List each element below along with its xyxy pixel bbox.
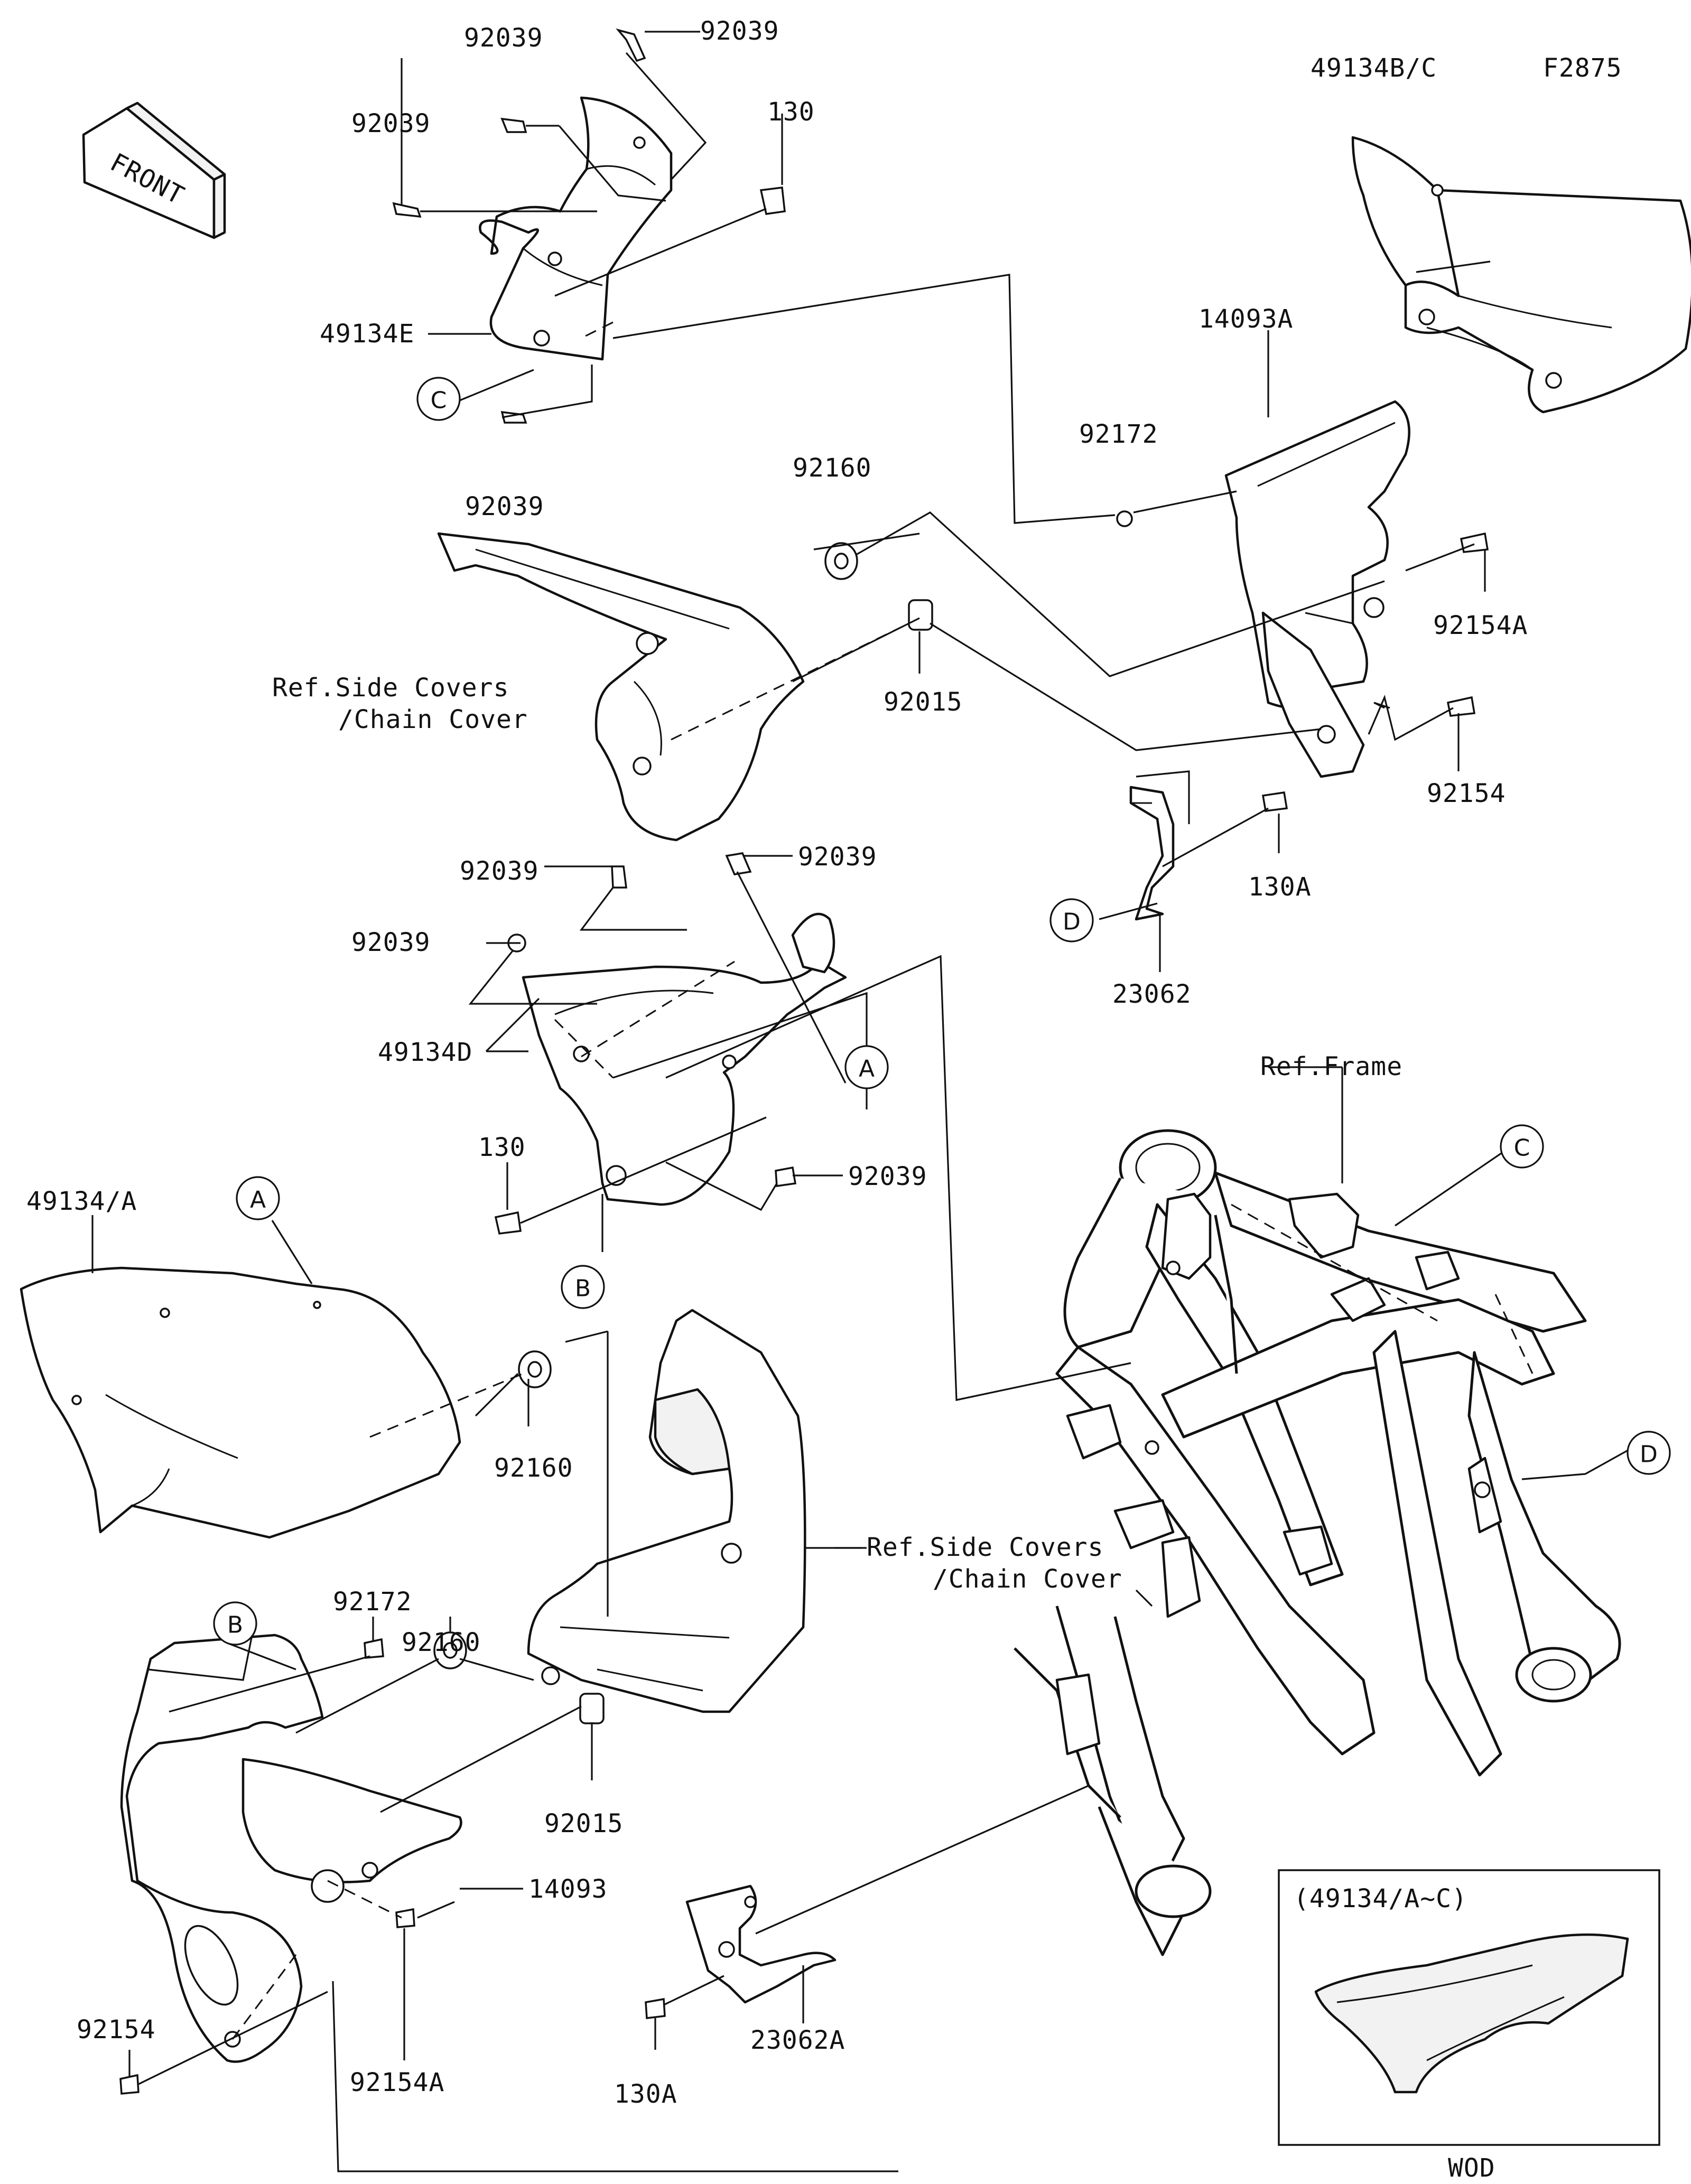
cowling-49134d <box>522 912 847 1206</box>
svg-text:A: A <box>250 1187 266 1214</box>
inset-title: (49134/A~C) <box>1294 1884 1467 1914</box>
part-label-92039: 92039 <box>460 856 539 886</box>
dashed-alignment-lines <box>231 321 1534 2040</box>
ref-label-side-covers: Ref.Side Covers <box>272 673 509 703</box>
svg-text:B: B <box>575 1275 591 1302</box>
front-arrow-icon: FRONT <box>82 101 226 239</box>
part-label-92015: 92015 <box>544 1809 624 1838</box>
part-label-130: 130 <box>767 97 815 127</box>
part-label-92039: 92039 <box>848 1162 927 1191</box>
ref-label-frame: Ref.Frame <box>1260 1052 1402 1081</box>
callout-c-top: C <box>416 377 461 421</box>
callout-d-mid: D <box>1049 898 1094 942</box>
part-label-92039: 92039 <box>464 23 543 53</box>
svg-text:C: C <box>431 387 447 414</box>
cowling-bottom-left <box>120 1634 462 2063</box>
leader-lines <box>91 31 1633 2172</box>
part-label-49134e: 49134E <box>320 319 414 349</box>
diagram-code: F2875 <box>1543 53 1622 83</box>
callout-d-frame: D <box>1627 1431 1671 1475</box>
svg-text:A: A <box>859 1056 875 1082</box>
cowling-49134e <box>479 96 673 361</box>
part-label-14093: 14093 <box>528 1874 608 1904</box>
part-label-92039: 92039 <box>465 492 544 521</box>
hardware <box>119 28 1489 2095</box>
svg-text:B: B <box>227 1612 243 1639</box>
callout-b-bottom: B <box>213 1601 257 1646</box>
ref-label-side-covers: Ref.Side Covers <box>867 1533 1103 1562</box>
part-label-92154: 92154 <box>1427 779 1506 808</box>
svg-text:D: D <box>1640 1441 1658 1468</box>
part-label-130: 130 <box>478 1133 526 1162</box>
bracket-23062a <box>685 1884 837 2004</box>
inset-panel: (49134/A~C) WOD <box>1278 1869 1660 2183</box>
part-label-130a: 130A <box>1248 872 1312 902</box>
cowling-49134bc <box>1351 136 1691 414</box>
cowling-49134a <box>20 1266 461 1539</box>
svg-text:D: D <box>1063 909 1081 936</box>
callout-b-mid: B <box>561 1265 605 1309</box>
part-label-92172: 92172 <box>1079 419 1158 449</box>
part-label-92039: 92039 <box>351 928 431 957</box>
part-label-14093a: 14093A <box>1198 304 1293 334</box>
part-label-23062: 23062 <box>1112 979 1192 1009</box>
bracket-23062 <box>1129 786 1175 921</box>
part-label-49134a: 49134/A <box>26 1187 137 1216</box>
part-label-49134d: 49134D <box>378 1038 472 1067</box>
frame-assembly <box>1014 1129 1621 1956</box>
inset-caption: WOD <box>1448 2153 1495 2183</box>
callout-a-left: A <box>236 1176 280 1220</box>
part-label-92039: 92039 <box>351 109 431 138</box>
part-label-92172: 92172 <box>333 1587 412 1617</box>
part-label-92160: 92160 <box>494 1453 573 1483</box>
part-label-92015: 92015 <box>884 687 963 717</box>
part-label-92160: 92160 <box>402 1628 481 1657</box>
inner-panel-top <box>437 532 805 842</box>
part-label-92160: 92160 <box>793 453 872 483</box>
part-label-92039: 92039 <box>798 842 877 872</box>
ref-label-chain-cover: /Chain Cover <box>338 705 528 734</box>
part-label-92154a: 92154A <box>350 2068 444 2097</box>
part-label-23062a: 23062A <box>750 2026 845 2055</box>
part-label-92039: 92039 <box>700 16 779 46</box>
ref-label-chain-cover: /Chain Cover <box>933 1564 1122 1594</box>
part-label-92154: 92154 <box>77 2015 156 2045</box>
part-label-130a: 130A <box>614 2079 677 2109</box>
part-label-49134bc: 49134B/C <box>1311 53 1437 83</box>
svg-text:C: C <box>1514 1135 1530 1162</box>
part-label-92154a: 92154A <box>1433 611 1528 640</box>
callout-c-frame: C <box>1500 1124 1544 1169</box>
inner-panel-bottom <box>527 1309 806 1713</box>
bracket-14093a <box>1224 400 1410 778</box>
callout-a-mid: A <box>844 1045 889 1089</box>
